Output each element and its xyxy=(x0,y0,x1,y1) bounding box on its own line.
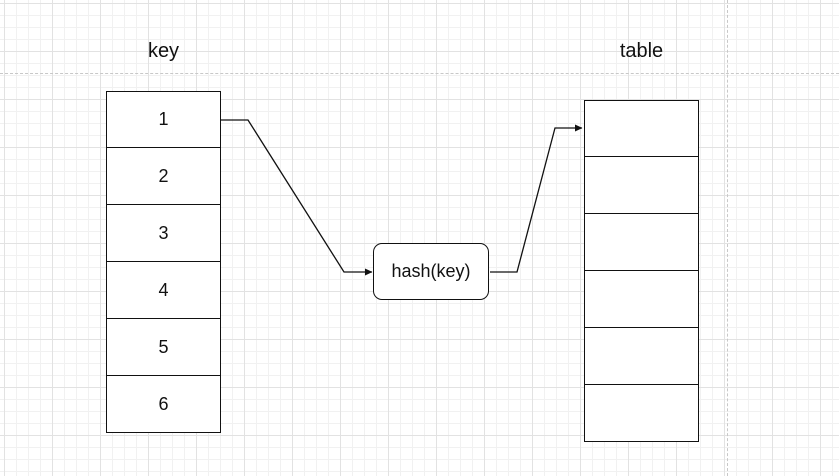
hash-table-array xyxy=(584,100,699,442)
table-slot[interactable] xyxy=(584,328,699,385)
key-to-hash-arrow[interactable] xyxy=(221,119,373,276)
key-cell[interactable]: 6 xyxy=(106,376,221,433)
key-cell[interactable]: 3 xyxy=(106,205,221,262)
page-break-guide-horizontal xyxy=(0,73,839,74)
table-slot[interactable] xyxy=(584,157,699,214)
table-array-title: table xyxy=(619,40,664,62)
table-slot[interactable] xyxy=(584,271,699,328)
key-array: 1 2 3 4 5 6 xyxy=(106,91,221,433)
table-slot[interactable] xyxy=(584,100,699,157)
table-slot[interactable] xyxy=(584,385,699,442)
hash-function-node[interactable]: hash(key) xyxy=(373,243,489,300)
key-array-title: key xyxy=(147,40,180,62)
hash-to-table-arrow[interactable] xyxy=(490,124,583,273)
key-cell[interactable]: 4 xyxy=(106,262,221,319)
key-cell[interactable]: 1 xyxy=(106,91,221,148)
table-slot[interactable] xyxy=(584,214,699,271)
page-break-guide-vertical xyxy=(727,0,728,476)
key-cell[interactable]: 5 xyxy=(106,319,221,376)
key-cell[interactable]: 2 xyxy=(106,148,221,205)
